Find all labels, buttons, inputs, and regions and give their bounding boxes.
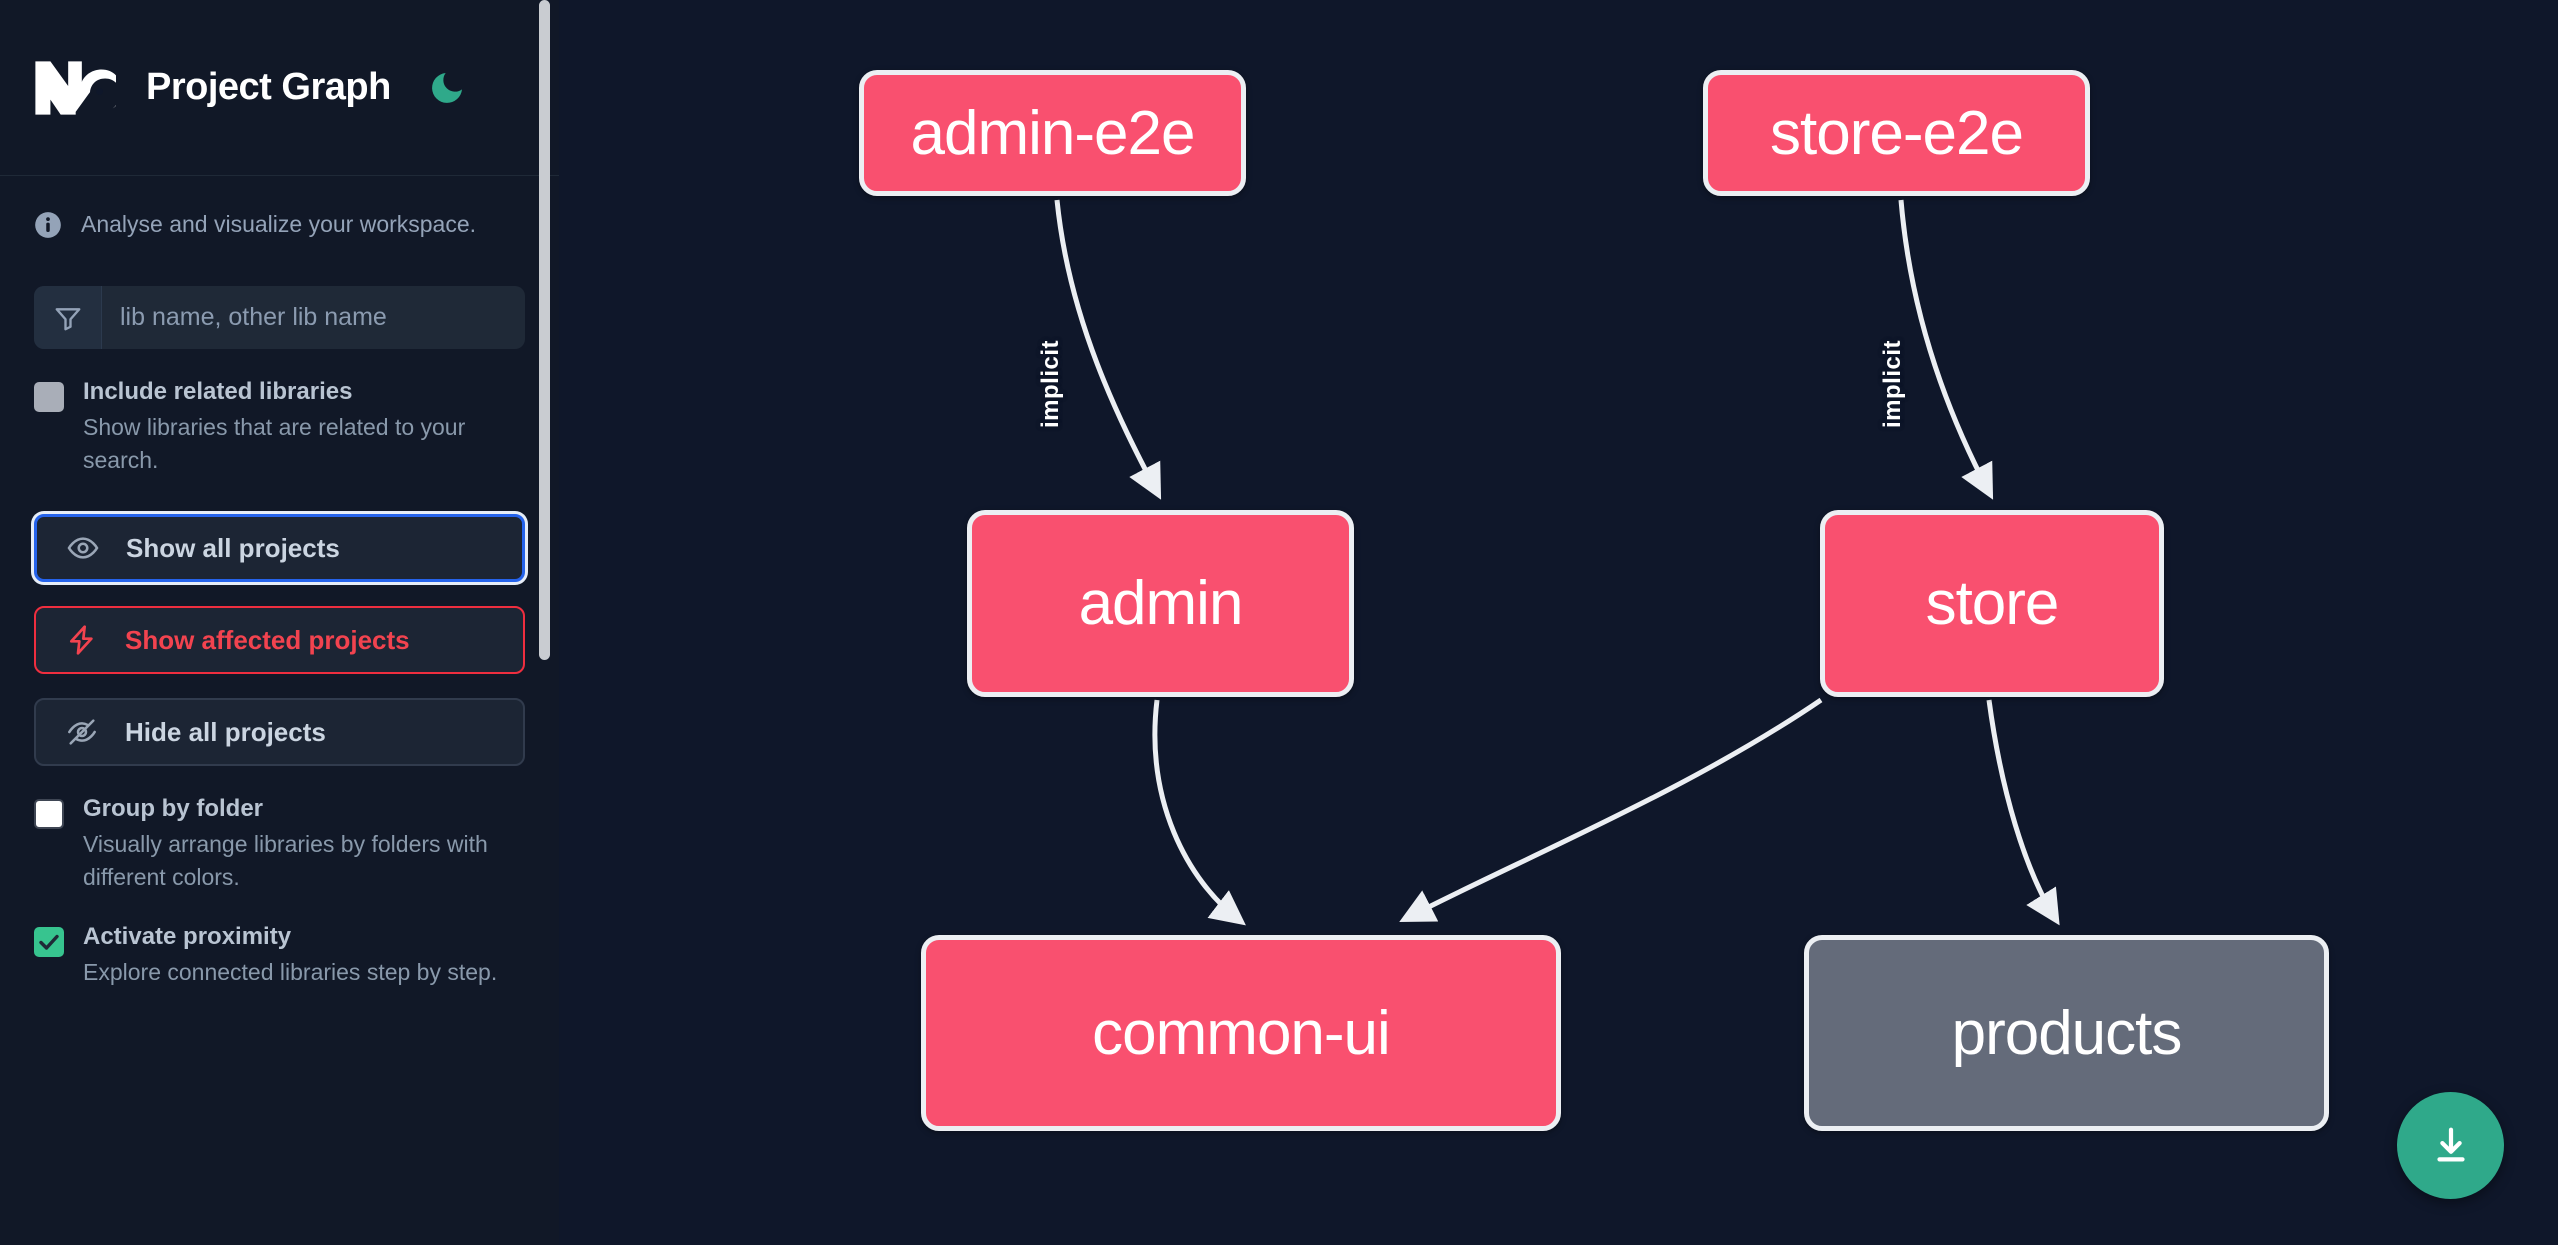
graph-node-admin-e2e[interactable]: admin-e2e [859, 70, 1246, 196]
edge-store-common-ui [1399, 697, 1823, 923]
info-circle-icon [34, 211, 62, 239]
edge-label-implicit-store: implicit [1879, 339, 1907, 429]
graph-canvas[interactable]: implicit implicit admin-e2e store-e2e ad… [559, 0, 2558, 1245]
show-affected-projects-label: Show affected projects [125, 624, 410, 655]
edge-admin-common-ui [1152, 699, 1246, 926]
graph-node-store[interactable]: store [1820, 510, 2164, 697]
graph-node-products[interactable]: products [1804, 935, 2329, 1131]
graph-node-store-e2e[interactable]: store-e2e [1703, 70, 2090, 196]
show-affected-projects-button[interactable]: Show affected projects [34, 606, 525, 675]
graph-node-admin[interactable]: admin [967, 510, 1354, 697]
download-image-button[interactable] [2397, 1092, 2504, 1199]
nx-logo-icon [34, 60, 122, 116]
page-title: Project Graph [146, 66, 391, 108]
hide-all-projects-button[interactable]: Hide all projects [34, 698, 525, 767]
graph-node-label: products [1951, 998, 2183, 1068]
group-by-folder-label: Group by folder [83, 795, 263, 823]
show-all-projects-button[interactable]: Show all projects [34, 514, 525, 583]
sidebar: Project Graph Analyse and visualize your… [0, 0, 559, 1245]
graph-node-label: admin [1078, 569, 1244, 638]
graph-edges [1054, 199, 2060, 926]
lightning-bolt-icon [66, 624, 100, 656]
activate-proximity-desc: Explore connected libraries step by step… [83, 958, 498, 985]
hide-all-projects-label: Hide all projects [125, 716, 326, 747]
edge-store-e2e-store [1898, 199, 1994, 500]
eye-icon [67, 532, 101, 564]
edge-store-products [1986, 699, 2060, 926]
sidebar-scrollbar-thumb[interactable] [539, 0, 550, 660]
search-section [0, 286, 559, 349]
graph-node-common-ui[interactable]: common-ui [921, 935, 1561, 1131]
tagline: Analyse and visualize your workspace. [0, 176, 559, 274]
edge-admin-e2e-admin [1054, 199, 1162, 500]
checkbox-row-include-related-libraries[interactable]: Include related libraries Show libraries… [0, 377, 559, 476]
sidebar-header: Project Graph [0, 0, 559, 176]
search-box [34, 286, 525, 349]
show-all-projects-label: Show all projects [126, 532, 340, 563]
moon-icon[interactable] [425, 66, 469, 110]
group-by-folder-checkbox[interactable] [34, 799, 64, 830]
graph-node-label: admin-e2e [910, 98, 1196, 168]
graph-node-label: common-ui [1092, 998, 1391, 1068]
tagline-text: Analyse and visualize your workspace. [81, 211, 477, 238]
activate-proximity-checkbox[interactable] [34, 926, 64, 957]
graph-node-label: store-e2e [1770, 98, 2024, 168]
eye-slash-icon [66, 716, 100, 748]
group-by-folder-desc: Visually arrange libraries by folders wi… [83, 831, 488, 890]
checkbox-row-activate-proximity[interactable]: Activate proximity Explore connected lib… [0, 922, 559, 989]
edge-label-implicit-admin: implicit [1037, 339, 1065, 429]
include-related-libraries-label: Include related libraries [83, 378, 353, 405]
download-icon [2436, 1127, 2465, 1162]
include-related-libraries-desc: Show libraries that are related to your … [83, 414, 466, 473]
graph-node-label: store [1925, 569, 2060, 638]
visibility-button-group: Show all projects Show affected projects [0, 514, 559, 767]
search-input[interactable] [102, 286, 525, 349]
filter-funnel-icon[interactable] [34, 286, 102, 349]
include-related-libraries-checkbox[interactable] [34, 382, 64, 412]
activate-proximity-label: Activate proximity [83, 922, 292, 950]
checkbox-row-group-by-folder[interactable]: Group by folder Visually arrange librari… [0, 794, 559, 893]
